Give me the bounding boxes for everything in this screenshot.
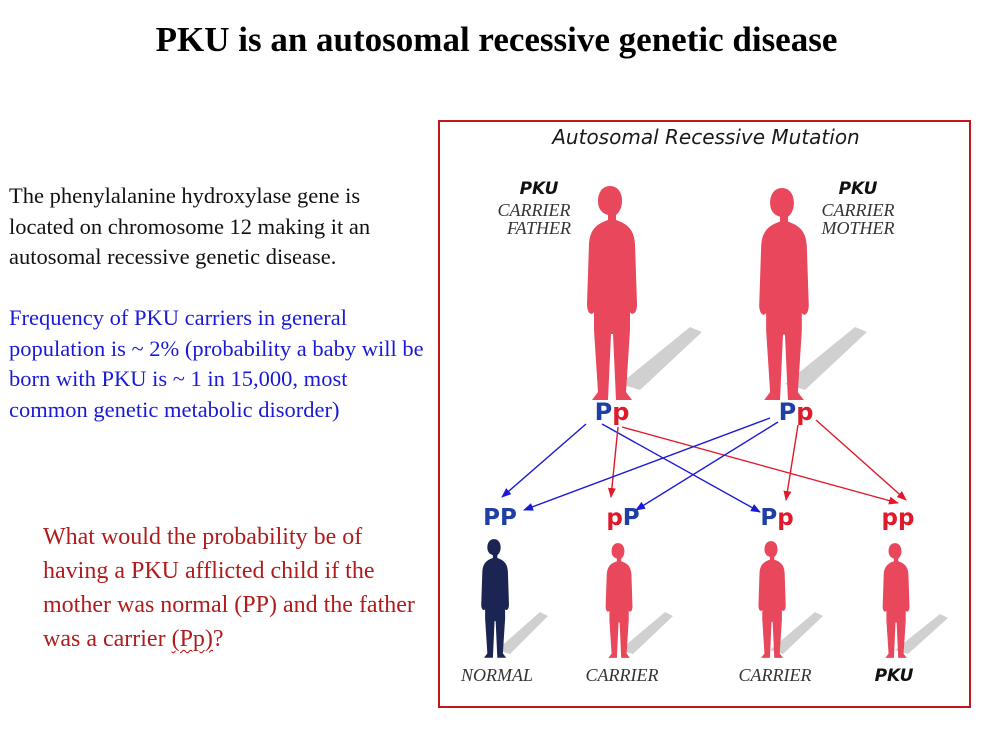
father-label-roles: CARRIER FATHER <box>498 200 572 238</box>
child-1-figure <box>481 539 509 658</box>
child-4-label: PKU <box>875 666 914 686</box>
mother-label: PKU <box>839 179 878 199</box>
inheritance-diagram: Autosomal Recessive Mutation PKU CARRIER… <box>438 120 971 708</box>
inheritance-diagram-svg: Autosomal Recessive Mutation PKU CARRIER… <box>460 125 948 686</box>
mother-figure <box>759 187 809 401</box>
father-genotype: Pp <box>595 398 630 426</box>
mother-label-pku: PKU <box>839 179 878 199</box>
arrow-mother-p-to-pp <box>815 419 907 501</box>
mother-label-mother: MOTHER <box>821 218 895 238</box>
arrow-father-P-to-PP <box>501 423 587 498</box>
mother-label-roles: CARRIER MOTHER <box>821 200 895 238</box>
child-3-genotype: Pp <box>760 505 793 531</box>
gene-location-text: The phenylalanine hydroxylase gene is lo… <box>9 183 371 269</box>
child-2-figure <box>605 543 633 658</box>
father-figure <box>587 186 637 400</box>
child-1-genotype: PP <box>483 505 517 531</box>
father-allele-1: P <box>595 398 613 426</box>
father-allele-2: p <box>612 398 629 426</box>
child-2-genotype: pP <box>606 505 639 531</box>
mother-label-carrier: CARRIER <box>822 200 895 220</box>
slide-title: PKU is an autosomal recessive genetic di… <box>155 20 838 59</box>
arrow-father-p-to-pp <box>621 426 899 505</box>
question-marked-genotype: (Pp) <box>171 626 213 652</box>
mother-allele-2: p <box>796 398 813 426</box>
probability-question: What would the probability be of having … <box>43 520 423 656</box>
figure-shadows <box>497 327 948 654</box>
arrow-mother-p-to-Pp <box>783 424 799 501</box>
diagram-title: Autosomal Recessive Mutation <box>550 125 859 149</box>
mother-genotype: Pp <box>779 398 814 426</box>
carrier-frequency-text: Frequency of PKU carriers in general pop… <box>9 305 424 422</box>
question-text: What would the probability be of having … <box>43 524 415 652</box>
father-label-father: FATHER <box>506 218 571 238</box>
mother-allele-1: P <box>779 398 797 426</box>
arrow-mother-P-to-PP <box>523 417 771 511</box>
arrow-father-p-to-pP <box>607 426 619 498</box>
father-label: PKU <box>520 179 559 199</box>
child-3-label: CARRIER <box>739 665 812 685</box>
child-4-figure <box>882 543 910 658</box>
question-end: ? <box>212 626 224 652</box>
child-2-label: CARRIER <box>586 665 659 685</box>
arrow-father-P-to-Pp <box>601 423 761 513</box>
inheritance-arrows <box>501 417 907 513</box>
arrow-mother-P-to-pP <box>635 421 779 511</box>
father-label-pku: PKU <box>520 179 559 199</box>
child-4-genotype: pp <box>882 505 915 531</box>
child-1-label: NORMAL <box>460 665 533 685</box>
father-label-carrier: CARRIER <box>498 200 571 220</box>
